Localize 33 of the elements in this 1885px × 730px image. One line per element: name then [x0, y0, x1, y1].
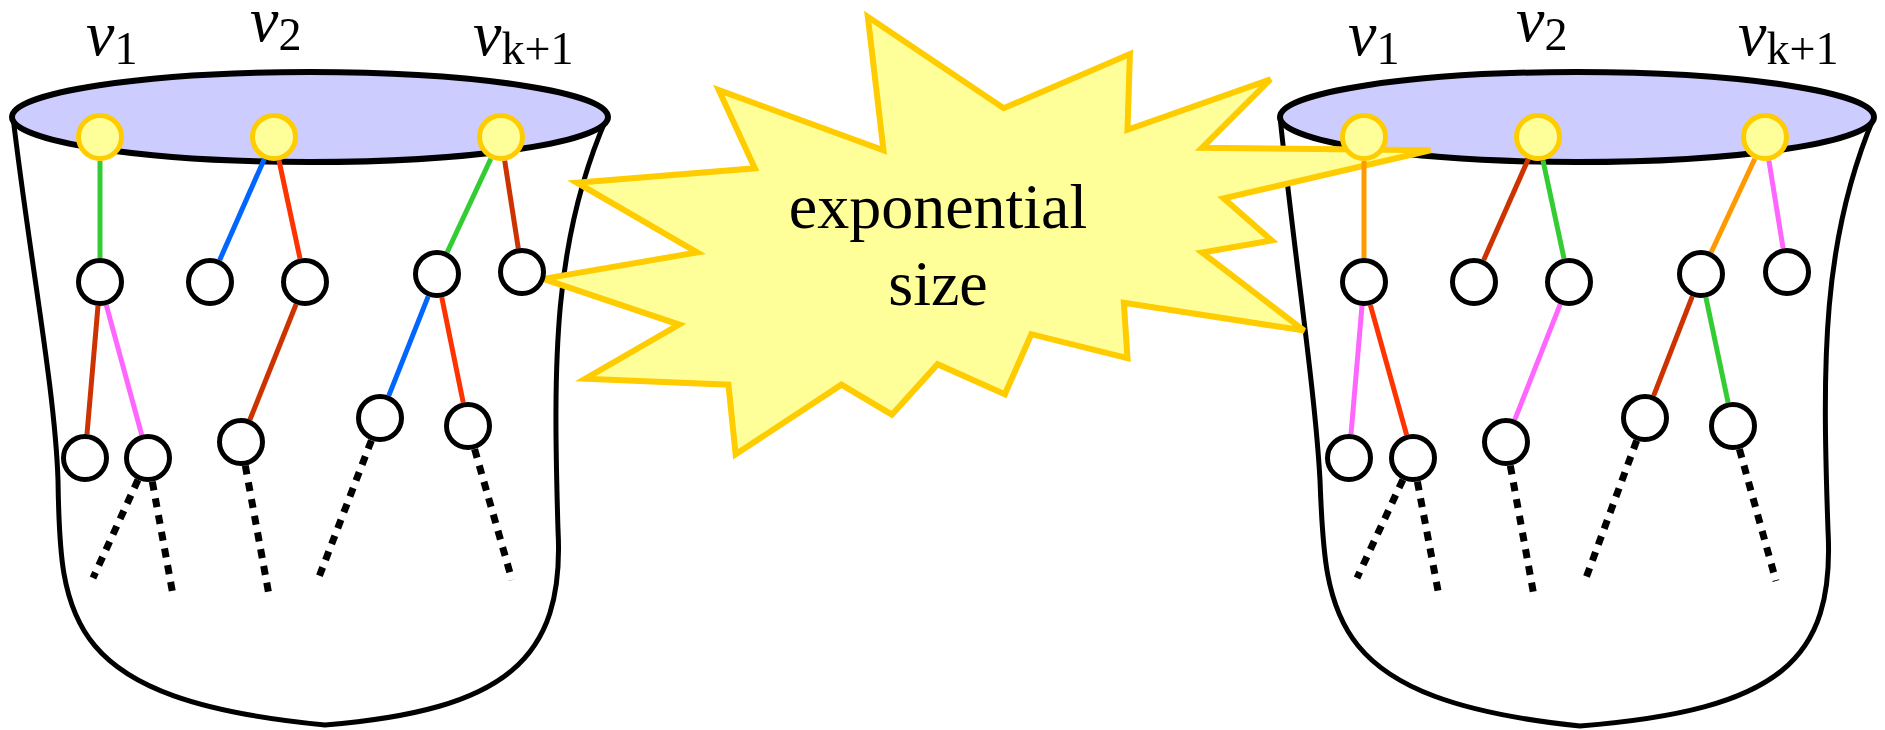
vertex-label: v$_{k+1}$ [473, 2, 574, 73]
tree-edge [1540, 159, 1567, 260]
tree-edge [1766, 160, 1786, 249]
tree-edge [1348, 305, 1365, 435]
tree-edge [84, 305, 101, 435]
vertex-label: v$_{1}$ [86, 2, 138, 73]
tree-edge [444, 157, 494, 254]
dotted-edge [315, 439, 375, 579]
vertex-label: v$_{2}$ [1516, 0, 1568, 59]
dotted-edge [89, 478, 142, 580]
tree-edge [1512, 303, 1563, 421]
vertex-label: v$_{k+1}$ [1738, 2, 1839, 73]
vertex-label: v$_{2}$ [250, 0, 302, 59]
tree-edge [276, 159, 303, 260]
dotted-edge [1736, 448, 1780, 582]
tree-edge [1481, 158, 1531, 261]
dotted-edge [1353, 478, 1407, 580]
dotted-edge [1582, 439, 1640, 580]
dotted-edge [471, 448, 516, 581]
tree-edge [1651, 295, 1695, 397]
tree-edge [247, 303, 299, 421]
tree-edge [1703, 297, 1731, 403]
tree-edge [1708, 157, 1758, 254]
tree-edge [1368, 304, 1409, 436]
tree-edge [97, 161, 103, 258]
tree-edge [502, 160, 521, 249]
tree-edge [217, 158, 267, 261]
callout-text: exponential size [787, 170, 1089, 321]
tree-edge [386, 295, 431, 397]
vertex-label: v$_{1}$ [1348, 2, 1400, 73]
tree-edge [103, 304, 145, 436]
tree-edge [1361, 161, 1367, 258]
tree-edge [439, 297, 466, 403]
